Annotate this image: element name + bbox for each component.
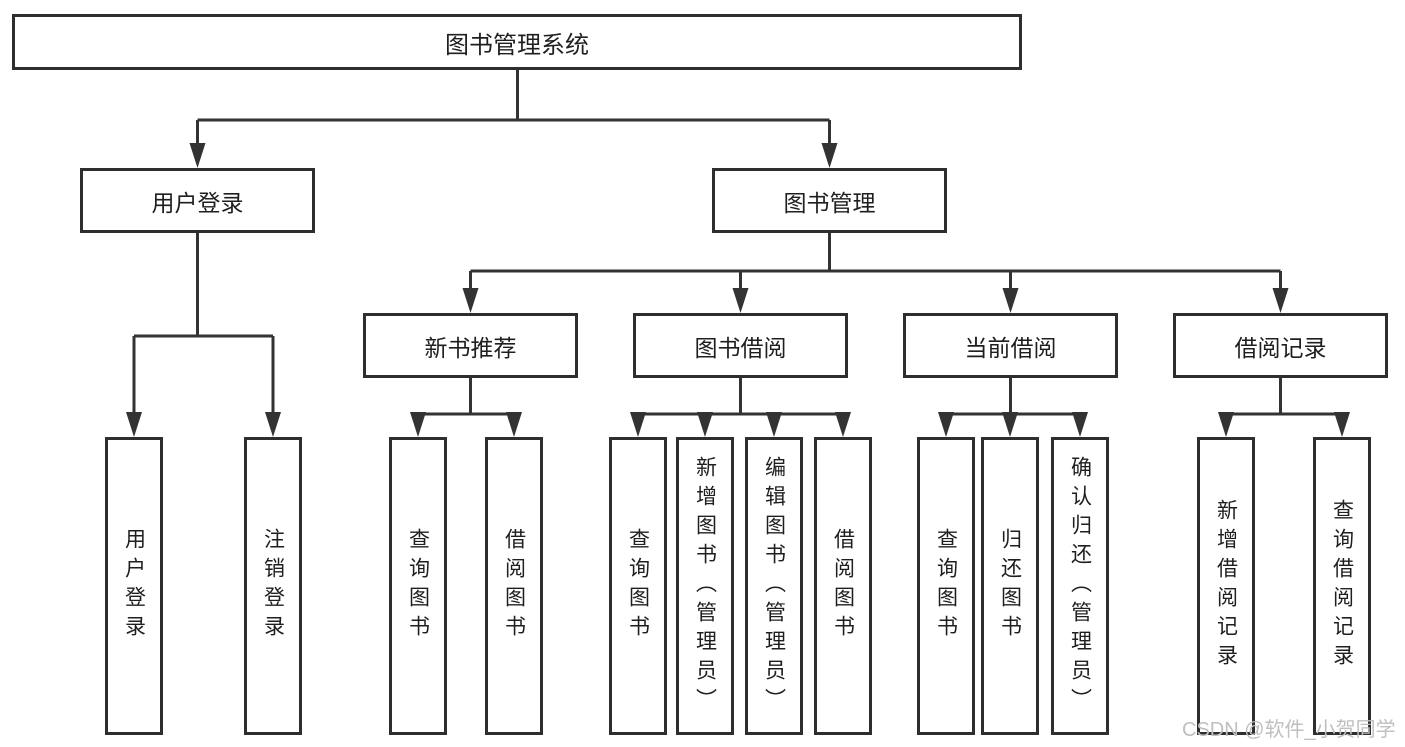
node-label: 查询借阅记录 <box>1330 499 1354 673</box>
node-label: 当前借阅 <box>964 334 1057 361</box>
watermark: CSDN @软件_小贺同学 <box>1182 719 1396 741</box>
node-label: 借阅图书 <box>502 528 526 644</box>
node-label: 查询图书 <box>934 528 958 644</box>
connector-root-to-level2 <box>189 70 838 168</box>
arrow-icon <box>938 412 954 437</box>
connector-current-borrow-children <box>938 378 1088 437</box>
connector-book-mgmt-to-level3 <box>462 233 1289 313</box>
connector-new-book-recommend-children <box>410 378 522 437</box>
arrow-icon <box>1218 412 1234 437</box>
node-borrow-records: 借阅记录 <box>1173 313 1388 378</box>
node-label: 用户登录 <box>151 189 244 216</box>
leaf-return-book: 归还图书 <box>981 437 1039 735</box>
node-label: 图书管理系统 <box>445 31 589 59</box>
node-current-borrow: 当前借阅 <box>903 313 1118 378</box>
arrow-icon <box>1002 288 1019 313</box>
arrow-icon <box>821 143 838 168</box>
arrow-icon <box>1272 288 1289 313</box>
arrow-icon <box>189 143 206 168</box>
arrow-icon <box>410 412 426 437</box>
node-book-management: 图书管理 <box>712 168 947 233</box>
arrow-icon <box>766 412 782 437</box>
leaf-query-books-borrow: 查询图书 <box>609 437 667 735</box>
node-label: 图书借阅 <box>694 334 787 361</box>
node-label: 新增借阅记录 <box>1214 499 1238 673</box>
leaf-edit-book-admin: 编辑图书（管理员） <box>745 437 803 735</box>
leaf-borrow-books: 借阅图书 <box>814 437 872 735</box>
node-user-login: 用户登录 <box>80 168 315 233</box>
node-label: 用户登录 <box>122 528 146 644</box>
arrow-icon <box>506 412 522 437</box>
node-book-borrow: 图书借阅 <box>633 313 848 378</box>
node-label: 查询图书 <box>626 528 650 644</box>
node-library-management-system: 图书管理系统 <box>12 14 1022 70</box>
node-label: 确认归还（管理员） <box>1068 455 1092 717</box>
leaf-add-book-admin: 新增图书（管理员） <box>676 437 734 735</box>
leaf-query-books-current: 查询图书 <box>917 437 975 735</box>
node-label: 图书管理 <box>783 189 876 216</box>
node-new-book-recommend: 新书推荐 <box>363 313 578 378</box>
connector-borrow-records-children <box>1218 378 1350 437</box>
leaf-add-borrow-record: 新增借阅记录 <box>1197 437 1255 735</box>
node-label: 注销登录 <box>261 528 285 644</box>
arrow-icon <box>732 288 749 313</box>
node-label: 编辑图书（管理员） <box>762 455 786 717</box>
node-label: 借阅图书 <box>831 528 855 644</box>
node-label: 归还图书 <box>998 528 1022 644</box>
arrow-icon <box>462 288 479 313</box>
arrow-icon <box>835 412 851 437</box>
leaf-confirm-return-admin: 确认归还（管理员） <box>1051 437 1109 735</box>
arrow-icon <box>1002 412 1018 437</box>
arrow-icon <box>630 412 646 437</box>
leaf-logout: 注销登录 <box>244 437 302 735</box>
leaf-borrow-books-recommend: 借阅图书 <box>485 437 543 735</box>
node-label: 新书推荐 <box>424 334 517 361</box>
node-label: 借阅记录 <box>1234 334 1327 361</box>
node-label: 查询图书 <box>406 528 430 644</box>
connector-book-borrow-children <box>630 378 851 437</box>
arrow-icon <box>126 412 142 437</box>
arrow-icon <box>1072 412 1088 437</box>
leaf-query-books-recommend: 查询图书 <box>389 437 447 735</box>
arrow-icon <box>1334 412 1350 437</box>
arrow-icon <box>697 412 713 437</box>
arrow-icon <box>265 412 281 437</box>
leaf-user-login: 用户登录 <box>105 437 163 735</box>
node-label: 新增图书（管理员） <box>693 455 717 717</box>
connector-user-login-children <box>126 233 281 437</box>
leaf-query-borrow-record: 查询借阅记录 <box>1313 437 1371 735</box>
